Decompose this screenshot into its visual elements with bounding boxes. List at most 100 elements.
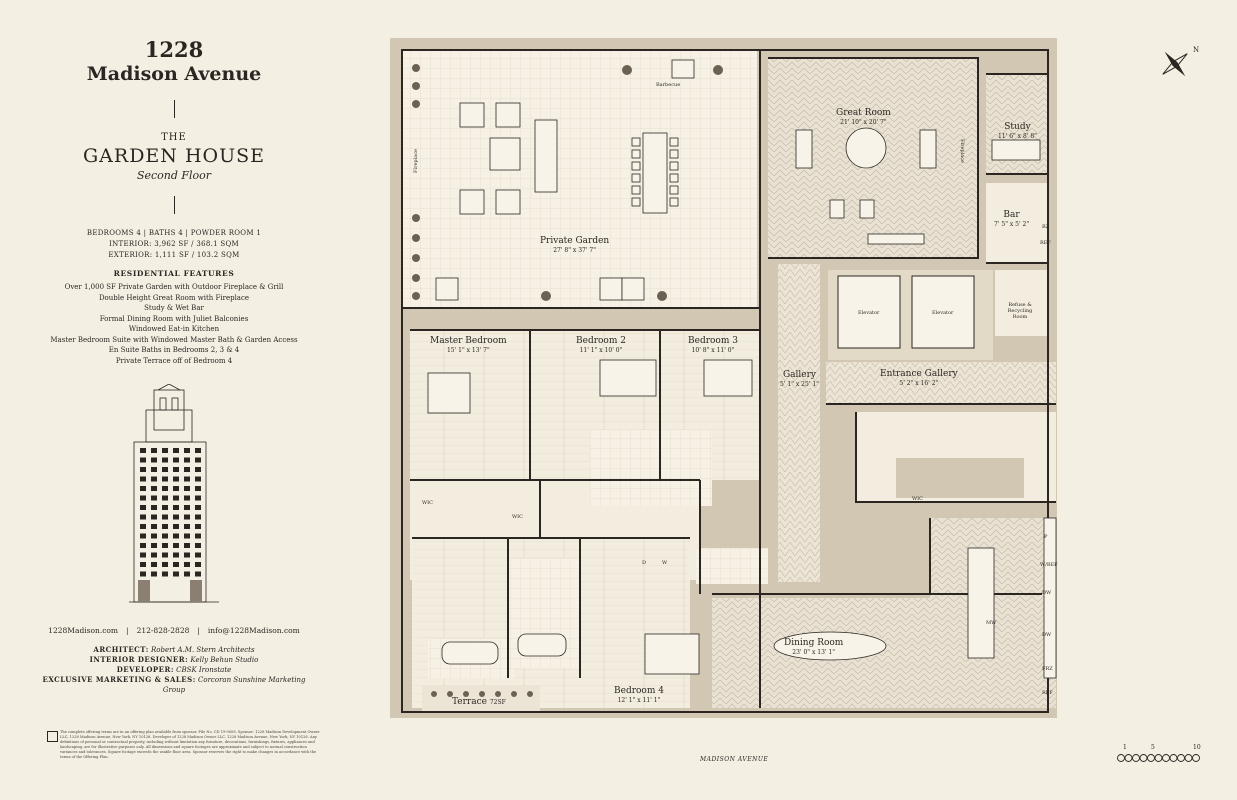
scale-rings: [1117, 754, 1200, 762]
room-dimensions: 27' 8" x 37' 7": [553, 247, 596, 254]
label-frz: FRZ: [1042, 666, 1053, 672]
label-fireplace-great-room: Fireplace: [958, 139, 965, 163]
label-pantry: P: [1044, 534, 1048, 540]
label-refuse-room: Refuse & Recycling Room: [1007, 302, 1033, 320]
features-title: RESIDENTIAL FEATURES: [113, 269, 235, 278]
equal-housing-icon: [47, 731, 58, 742]
room-dimensions: 11' 1" x 10' 0": [579, 347, 623, 354]
room-dimensions: 5' 2" x 16' 2": [899, 380, 939, 387]
room-name: Bedroom 3: [688, 336, 738, 346]
room-terrace: Terrace 72SF: [452, 697, 506, 708]
separator: |: [126, 626, 129, 635]
room-entrance-gallery: Entrance Gallery 5' 2" x 16' 2": [880, 369, 958, 389]
room-gallery: Gallery 5' 1" x 25' 1": [780, 370, 819, 390]
room-study: Study 11' 6" x 8' 8": [998, 122, 1037, 142]
marketing-label: EXCLUSIVE MARKETING & SALES:: [42, 675, 196, 684]
room-name: Terrace: [452, 697, 487, 707]
stats-interior: INTERIOR: 3,962 SF / 368.1 SQM: [109, 240, 239, 248]
room-dimensions: 5' 1" x 25' 1": [780, 381, 819, 388]
room-dimensions: 12' 1" x 11' 1": [617, 697, 661, 704]
interior-label: INTERIOR DESIGNER:: [89, 655, 189, 664]
label-d: D: [642, 560, 647, 566]
feature-item: Master Bedroom Suite with Windowed Maste…: [50, 335, 298, 344]
credits: ARCHITECT: Robert A.M. Stern Architects …: [40, 645, 308, 695]
feature-item: Private Terrace off of Bedroom 4: [115, 356, 233, 365]
label-wic-1: WIC: [422, 500, 433, 506]
room-name: Bar: [1003, 210, 1020, 220]
features-list: Over 1,000 SF Private Garden with Outdoo…: [40, 282, 308, 366]
label-dw-1: DW: [1042, 590, 1052, 596]
stats-rooms: BEDROOMS 4 | BATHS 4 | POWDER ROOM 1: [86, 229, 262, 237]
feature-item: Windowed Eat-in Kitchen: [128, 325, 220, 333]
room-bar: Bar 7' 5" x 5' 2": [994, 210, 1029, 230]
room-name: Dining Room: [784, 638, 844, 648]
feature-item: Study & Wet Bar: [144, 304, 204, 312]
email-link[interactable]: info@1228Madison.com: [207, 626, 300, 635]
room-dimensions: 7' 5" x 5' 2": [994, 221, 1030, 228]
divider-2: [173, 196, 175, 214]
room-name: Great Room: [836, 108, 891, 118]
label-wic-3: WIC: [912, 496, 923, 502]
compass-north-label: N: [1193, 46, 1200, 54]
room-dining-room: Dining Room 23' 0" x 13' 1": [784, 638, 843, 658]
room-name: Bedroom 4: [614, 686, 664, 696]
room-name: Private Garden: [540, 236, 610, 246]
room-bedroom-3: Bedroom 3 10' 8" x 11' 0": [688, 336, 738, 356]
label-elevator-1: Elevator: [858, 310, 880, 316]
floor-subtitle: Second Floor: [136, 169, 212, 182]
label-mw: MW: [986, 620, 997, 626]
contact-row: 1228Madison.com | 212-828-2828 | info@12…: [40, 626, 308, 635]
label-wbef: W/BEF: [1040, 562, 1058, 568]
feature-item: Double Height Great Room with Fireplace: [98, 293, 250, 302]
label-ref-kitchen: REF: [1042, 690, 1053, 696]
title-prefix: THE: [161, 132, 187, 143]
room-name: Master Bedroom: [430, 336, 507, 346]
room-dimensions: 21' 10" x 20' 7": [840, 119, 887, 126]
room-private-garden: Private Garden 27' 8" x 37' 7": [540, 236, 609, 256]
disclaimer: The complete offering terms are in an of…: [60, 730, 320, 759]
residence-title: GARDEN HOUSE: [82, 145, 266, 167]
separator: |: [197, 626, 200, 635]
interior-designer: Kelly Behun Studio: [190, 656, 259, 664]
floor-plan: Private Garden 27' 8" x 37' 7" Great Roo…: [390, 38, 1058, 718]
room-name: Study: [1004, 122, 1031, 132]
feature-item: Formal Dining Room with Juliet Balconies: [99, 314, 249, 323]
room-name: Gallery: [782, 370, 816, 380]
address-line-1: 1228: [144, 37, 204, 62]
room-dimensions: 15' 1" x 13' 7": [446, 347, 490, 354]
street-label: MADISON AVENUE: [700, 756, 769, 763]
room-master-bedroom: Master Bedroom 15' 1" x 13' 7": [430, 336, 507, 356]
room-dimensions: 10' 8" x 11' 0": [691, 347, 735, 354]
phone-number[interactable]: 212-828-2828: [136, 626, 190, 635]
room-bedroom-4: Bedroom 4 12' 1" x 11' 1": [614, 686, 664, 706]
label-bz: BZ: [1042, 224, 1050, 230]
label-fireplace-garden: Fireplace: [412, 149, 419, 173]
developer: CBSK Ironstate: [176, 666, 232, 674]
room-name: Entrance Gallery: [880, 369, 958, 379]
stats-exterior: EXTERIOR: 1,111 SF / 103.2 SQM: [108, 251, 240, 259]
website-link[interactable]: 1228Madison.com: [48, 626, 119, 635]
room-dimensions: 23' 0" x 13' 1": [792, 649, 836, 656]
architect-label: ARCHITECT:: [93, 645, 149, 654]
divider-1: [173, 100, 175, 118]
room-dimensions: 72SF: [489, 699, 506, 706]
architect: Robert A.M. Stern Architects: [151, 646, 255, 654]
building-illustration: [129, 384, 219, 603]
info-panel: 1228 Madison Avenue THE GARDEN HOUSE Sec…: [40, 38, 308, 695]
stats: BEDROOMS 4 | BATHS 4 | POWDER ROOM 1 INT…: [40, 228, 308, 261]
label-w: W: [662, 560, 668, 566]
address-line-2: Madison Avenue: [86, 63, 262, 85]
label-dw-2: DW: [1042, 632, 1052, 638]
label-barbecue: Barbecue: [656, 82, 681, 88]
feature-item: En Suite Baths in Bedrooms 2, 3 & 4: [108, 346, 240, 354]
feature-item: Over 1,000 SF Private Garden with Outdoo…: [64, 283, 284, 291]
room-dimensions: 11' 6" x 8' 8": [998, 133, 1037, 140]
scale-label: 10: [1193, 744, 1201, 751]
scale-bar: 1 5 10: [1115, 744, 1205, 764]
room-bedroom-2: Bedroom 2 11' 1" x 10' 0": [576, 336, 626, 356]
scale-label: 1: [1123, 744, 1127, 751]
label-elevator-2: Elevator: [932, 310, 954, 316]
marketing: Corcoran Sunshine Marketing Group: [162, 676, 306, 694]
label-ref-bar: REF: [1040, 240, 1051, 246]
room-name: Bedroom 2: [576, 336, 626, 346]
